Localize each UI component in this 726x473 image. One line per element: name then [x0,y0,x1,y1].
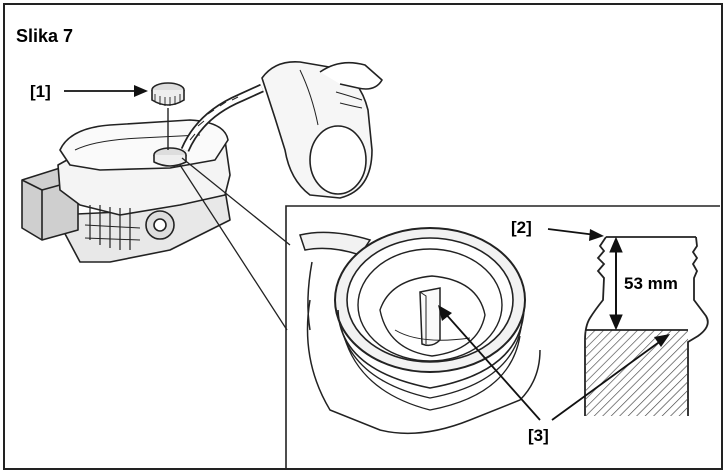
fuel-level-hatch [585,330,688,416]
filler-neck-closeup [334,227,526,411]
inset-shroud [299,231,541,435]
callout-1-arrowhead [134,85,148,97]
callout-2-arrow [547,228,597,236]
inset-frame [285,205,720,468]
fuel-can-icon [180,61,383,199]
callout-3-arrow-left [443,311,541,421]
dimension-label: 53 mm [624,274,678,293]
zoom-line-top [181,157,291,246]
callout-1-label: [1] [30,82,51,101]
callout-3-arrow-right [551,339,663,421]
zoom-line-bottom [179,164,288,331]
callout-2-arrowhead [589,229,604,241]
callout-2-label: [2] [511,218,532,237]
dimension-arrow [609,236,623,331]
figure-title: Slika 7 [16,26,73,46]
callout-3-label: [3] [528,426,549,445]
callout-3-arrowhead-left [438,305,452,321]
callout-3-arrowhead-right [654,334,670,347]
fuel-cap-icon [151,82,185,106]
